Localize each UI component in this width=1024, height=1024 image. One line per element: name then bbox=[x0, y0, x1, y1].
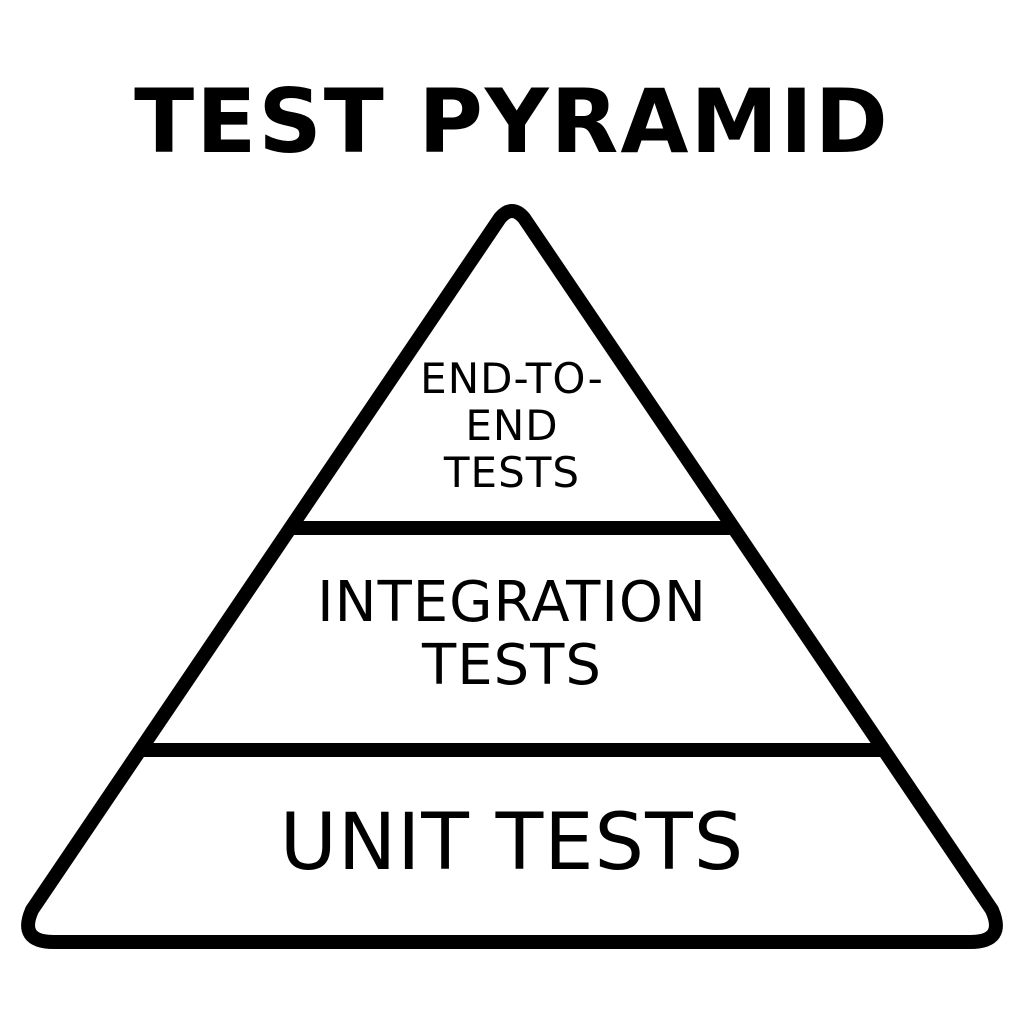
tier-end-to-end-line-1: END-TO- bbox=[420, 354, 604, 403]
tier-unit-line-1: UNIT TESTS bbox=[279, 798, 745, 888]
tier-end-to-end-line-2: END bbox=[465, 401, 559, 451]
diagram-title: TEST PYRAMID bbox=[134, 70, 890, 173]
tier-integration-line-2: TESTS bbox=[422, 632, 602, 698]
tier-end-to-end-label: END-TO- END TESTS bbox=[362, 355, 662, 496]
tier-end-to-end-line-3: TESTS bbox=[443, 448, 581, 498]
tier-integration-line-1: INTEGRATION bbox=[317, 570, 707, 635]
pyramid-outline bbox=[21, 204, 1003, 949]
tier-integration-label: INTEGRATION TESTS bbox=[212, 570, 812, 698]
tier-unit-label: UNIT TESTS bbox=[112, 798, 912, 888]
